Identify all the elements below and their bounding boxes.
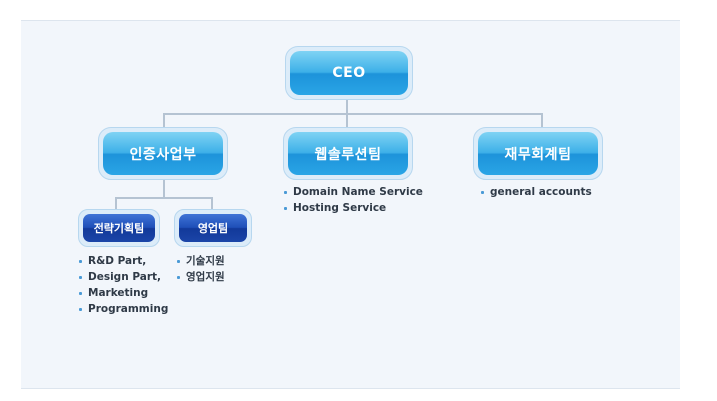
bullet-icon	[177, 260, 180, 263]
dept-web-solution-label: 웹솔루션팀	[314, 146, 382, 163]
dept-certification-face: 인증사업부	[103, 132, 223, 175]
team-strategy-label: 전략기획팀	[93, 222, 145, 235]
bullet-icon	[79, 292, 82, 295]
list-item: Marketing	[79, 285, 168, 301]
dept-web-solution-face: 웹솔루션팀	[288, 132, 408, 175]
dept-web-solution-items: Domain Name Service Hosting Service	[284, 184, 423, 216]
dept-finance-label: 재무회계팀	[504, 146, 572, 163]
dept-finance-items: general accounts	[481, 184, 592, 200]
team-sales-face: 영업팀	[179, 214, 247, 242]
bullet-icon	[79, 260, 82, 263]
connector-horizontal-sub	[115, 197, 212, 199]
team-strategy-items: R&D Part, Design Part, Marketing Program…	[79, 253, 168, 317]
ceo-box[interactable]: CEO	[285, 46, 413, 100]
connector-dept1-down	[163, 180, 165, 198]
team-strategy-box[interactable]: 전략기획팀	[78, 209, 160, 247]
team-sales-box[interactable]: 영업팀	[174, 209, 252, 247]
bullet-icon	[481, 191, 484, 194]
dept-certification-label: 인증사업부	[129, 146, 197, 163]
list-item: Programming	[79, 301, 168, 317]
connector-dept2-up	[346, 113, 348, 127]
list-item: R&D Part,	[79, 253, 168, 269]
connector-sub1-up	[115, 197, 117, 209]
bullet-icon	[284, 191, 287, 194]
list-item: Design Part,	[79, 269, 168, 285]
dept-web-solution-box[interactable]: 웹솔루션팀	[283, 127, 413, 180]
team-sales-label: 영업팀	[197, 222, 229, 235]
bullet-icon	[177, 276, 180, 279]
connector-horizontal-main	[163, 113, 542, 115]
dept-finance-face: 재무회계팀	[478, 132, 598, 175]
team-sales-items: 기술지원 영업지원	[177, 253, 225, 285]
list-item: general accounts	[481, 184, 592, 200]
bullet-icon	[284, 207, 287, 210]
connector-ceo-down	[346, 100, 348, 114]
list-item: Hosting Service	[284, 200, 423, 216]
list-item: 기술지원	[177, 253, 225, 269]
connector-dept3-up	[541, 113, 543, 127]
dept-finance-box[interactable]: 재무회계팀	[473, 127, 603, 180]
ceo-box-face: CEO	[290, 51, 408, 95]
connector-dept1-up	[163, 113, 165, 127]
dept-certification-box[interactable]: 인증사업부	[98, 127, 228, 180]
list-item: Domain Name Service	[284, 184, 423, 200]
list-item: 영업지원	[177, 269, 225, 285]
bullet-icon	[79, 276, 82, 279]
ceo-label: CEO	[332, 65, 366, 81]
team-strategy-face: 전략기획팀	[83, 214, 155, 242]
bullet-icon	[79, 308, 82, 311]
connector-sub2-up	[211, 197, 213, 209]
